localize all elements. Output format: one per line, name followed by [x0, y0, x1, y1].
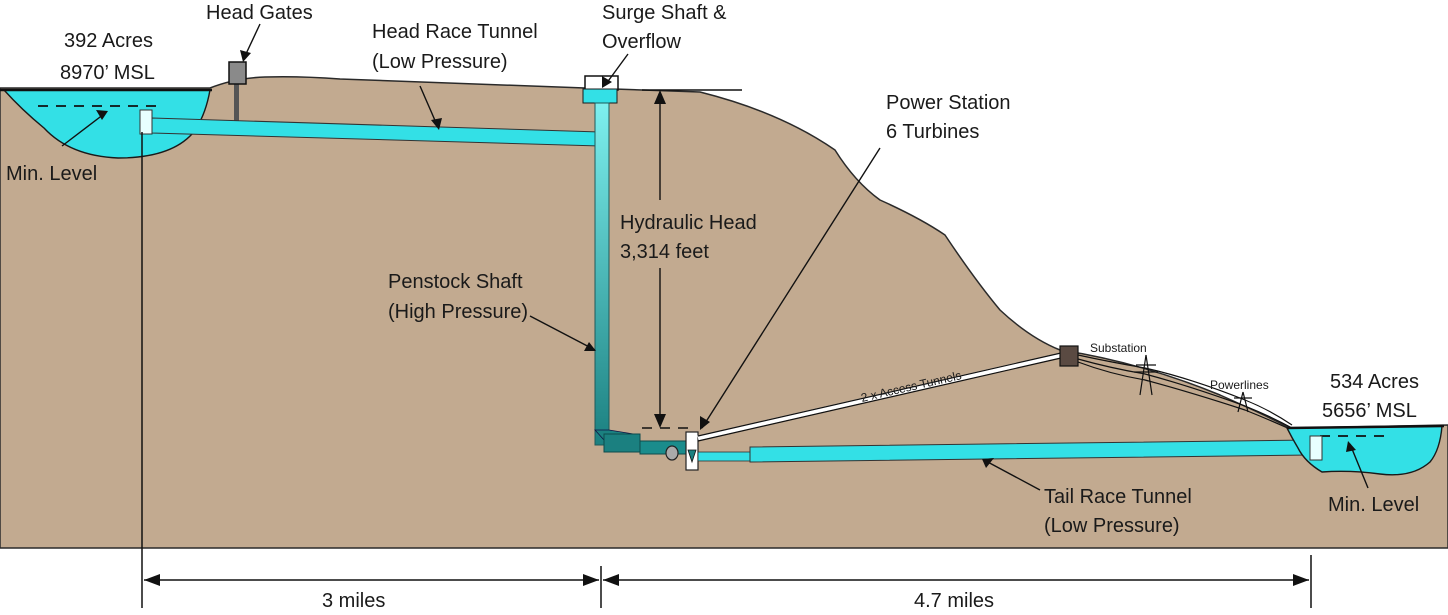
head-gate-stem: [234, 83, 239, 121]
surge-shaft-water: [582, 88, 618, 104]
tail-race-label-2: (Low Pressure): [1044, 515, 1180, 537]
tail-race-label-1: Tail Race Tunnel: [1044, 486, 1192, 508]
hydraulic-head-label-1: Hydraulic Head: [620, 212, 757, 234]
lower-reservoir: [1285, 425, 1443, 476]
upper-area-label: 392 Acres: [64, 30, 153, 52]
access-tunnel-fill: [697, 352, 1062, 441]
head-gates-label: Head Gates: [206, 2, 313, 24]
penstock-label-1: Penstock Shaft: [388, 271, 523, 293]
right-distance-label: 4.7 miles: [914, 590, 994, 612]
upper-min-level-label: Min. Level: [6, 163, 97, 185]
hydraulic-head-label-2: 3,314 feet: [620, 241, 709, 263]
access-tunnel-top: [697, 352, 1062, 437]
penstock-bend: [603, 433, 641, 453]
lower-area-label: 534 Acres: [1330, 371, 1419, 393]
valve-icon: [665, 445, 679, 461]
surge-shaft-box: [584, 75, 619, 91]
terrain: [0, 76, 1448, 549]
access-tunnel-bottom: [697, 357, 1062, 442]
surge-shaft-label-1: Surge Shaft &: [602, 2, 727, 24]
tower-icon: [1234, 391, 1252, 413]
intake: [139, 109, 153, 135]
powerlines-label: Powerlines: [1210, 378, 1269, 392]
power-station-label-2: 6 Turbines: [886, 121, 979, 143]
left-distance-label: 3 miles: [322, 590, 385, 612]
substation-box: [1059, 345, 1079, 367]
tower-icon: [1134, 354, 1158, 396]
substation-label: Substation: [1090, 341, 1147, 355]
turbine-icon: [687, 449, 697, 464]
lower-water-surface: [1286, 424, 1445, 430]
powerlines: [1077, 354, 1293, 431]
upper-elevation-label: 8970’ MSL: [60, 62, 155, 84]
lower-elevation-label: 5656’ MSL: [1322, 400, 1417, 422]
head-race-label-1: Head Race Tunnel: [372, 21, 538, 43]
lower-min-level-label: Min. Level: [1328, 494, 1419, 516]
penstock-lower: [639, 440, 687, 455]
power-station-label-1: Power Station: [886, 92, 1011, 114]
tail-race-connector: [697, 451, 751, 462]
penstock-label-2: (High Pressure): [388, 301, 528, 323]
head-race-label-2: (Low Pressure): [372, 51, 508, 73]
outlet: [1309, 435, 1323, 461]
surge-shaft-label-2: Overflow: [602, 31, 681, 53]
penstock-shaft: [594, 102, 610, 446]
head-gate-box: [228, 61, 247, 85]
leader-arrows: [61, 23, 1369, 491]
